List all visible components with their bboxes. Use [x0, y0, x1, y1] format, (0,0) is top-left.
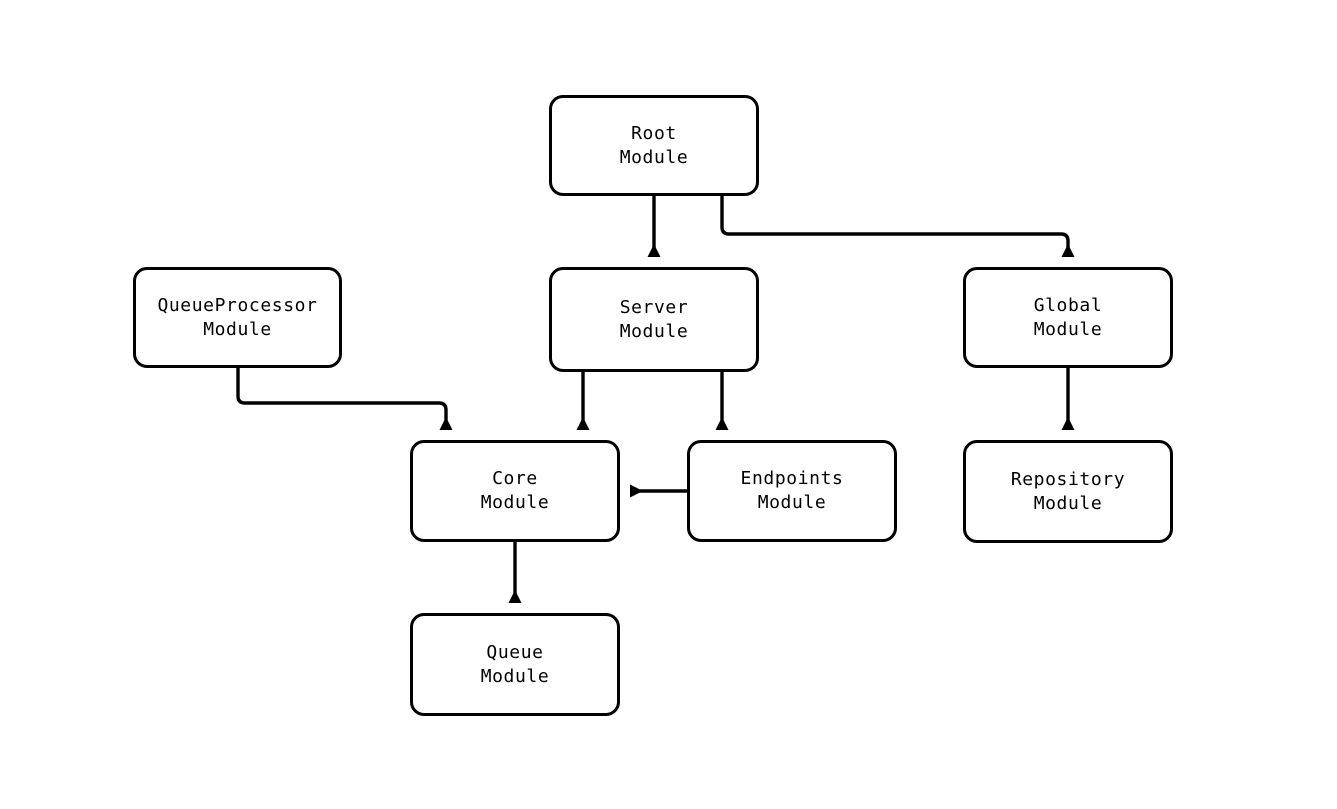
node-core-module-name: Core	[492, 468, 538, 490]
node-repository-module-name: Repository	[1010, 468, 1126, 490]
node-global-module[interactable]: Global Module	[963, 267, 1173, 368]
node-queueprocessor-module-suffix: Module	[203, 318, 272, 340]
node-global-module-suffix: Module	[1033, 318, 1103, 340]
node-server-module-suffix: Module	[619, 320, 689, 342]
node-core-module[interactable]: Core Module	[410, 440, 620, 542]
node-endpoints-module-name: Endpoints	[740, 468, 844, 490]
node-queueprocessor-module-name: QueueProcessor	[157, 294, 318, 316]
node-repository-module-suffix: Module	[1033, 492, 1103, 514]
node-queue-module[interactable]: Queue Module	[410, 613, 620, 716]
node-endpoints-module[interactable]: Endpoints Module	[687, 440, 897, 542]
node-root-module[interactable]: Root Module	[549, 95, 759, 196]
node-endpoints-module-suffix: Module	[757, 492, 827, 513]
node-root-module-name: Root	[631, 122, 677, 144]
node-server-module[interactable]: Server Module	[549, 267, 759, 372]
node-global-module-name: Global	[1033, 294, 1103, 316]
node-core-module-suffix: Module	[480, 492, 550, 513]
node-queue-module-suffix: Module	[480, 665, 550, 687]
node-repository-module[interactable]: Repository Module	[963, 440, 1173, 543]
node-queue-module-name: Queue	[486, 641, 544, 663]
node-server-module-name: Server	[619, 296, 689, 318]
node-queueprocessor-module[interactable]: QueueProcessor Module	[133, 267, 342, 368]
edge-queueprocessor-to-core	[236, 368, 453, 430]
node-root-module-suffix: Module	[619, 146, 689, 168]
edge-root-to-global	[720, 196, 1075, 257]
